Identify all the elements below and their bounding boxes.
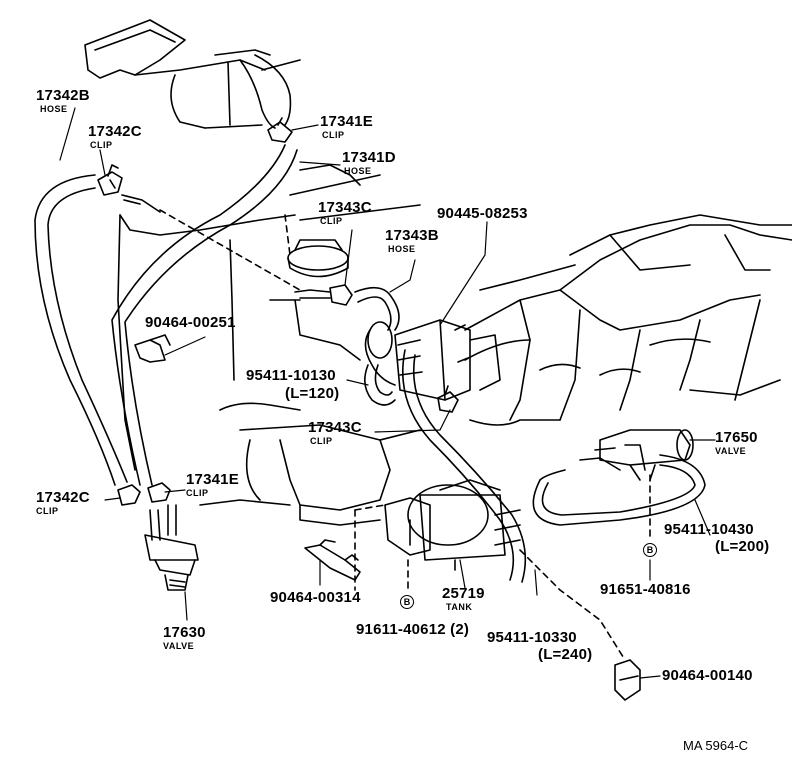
dashed-guides — [284, 214, 651, 661]
label-17342b-name: HOSE — [40, 104, 68, 114]
engine-block — [117, 164, 421, 526]
label-17650-name: VALVE — [715, 446, 747, 456]
label-17342c-top-name: CLIP — [90, 140, 113, 150]
clip-17343c-top — [294, 284, 353, 306]
tank-25719 — [384, 479, 521, 571]
bracket-90464-00314 — [304, 539, 361, 581]
label-95411-10330-num: 95411-10330 — [487, 629, 577, 646]
air-intake-duct — [84, 19, 301, 129]
label-90464-00251-num: 90464-00251 — [145, 314, 236, 331]
label-95411-10130-len: (L=120) — [285, 385, 340, 402]
label-95411-10430-len: (L=200) — [715, 538, 770, 555]
label-25719-num: 25719 — [442, 585, 485, 602]
label-95411-10130-num: 95411-10130 — [246, 367, 336, 384]
clip-17342c-bot — [117, 484, 141, 506]
label-90464-00140-num: 90464-00140 — [662, 667, 753, 684]
label-17341e-top-num: 17341E — [320, 113, 373, 130]
dashed-guide-top — [159, 209, 301, 291]
label-17343c-top-name: CLIP — [320, 216, 343, 226]
label-95411-10330-len: (L=240) — [538, 646, 593, 663]
label-17342b-num: 17342B — [36, 87, 90, 104]
label-17343c-mid-num: 17343C — [308, 419, 362, 436]
label-17343c-mid-name: CLIP — [310, 436, 333, 446]
hose-95411-10130 — [364, 364, 396, 406]
marker-b-icon-right: B — [643, 543, 657, 557]
label-25719-name: TANK — [446, 602, 473, 612]
label-17650-num: 17650 — [715, 429, 758, 446]
label-17341e-bot-name: CLIP — [186, 488, 209, 498]
figure-code: MA 5964-C — [683, 738, 749, 753]
label-17343c-top-num: 17343C — [318, 199, 372, 216]
label-17341d-num: 17341D — [342, 149, 396, 166]
leader-lines — [59, 107, 716, 679]
label-17342c-bot-name: CLIP — [36, 506, 59, 516]
hose-17343b — [354, 286, 400, 331]
label-17341d-name: HOSE — [344, 166, 372, 176]
hose-95411-10430 — [532, 454, 706, 526]
label-90445-num: 90445-08253 — [437, 205, 528, 222]
marker-b-icon-left: B — [400, 595, 414, 609]
label-17341e-bot-num: 17341E — [186, 471, 239, 488]
label-17341e-top-name: CLIP — [322, 130, 345, 140]
label-90464-00314-num: 90464-00314 — [270, 589, 361, 606]
intake-manifold — [464, 214, 792, 426]
label-91651-num: 91651-40816 — [600, 581, 691, 598]
label-17342c-bot-num: 17342C — [36, 489, 90, 506]
label-91611-num: 91611-40612 (2) — [356, 621, 470, 638]
hose-95411-10330 — [402, 349, 527, 583]
bracket-90464-00251 — [134, 334, 171, 363]
label-95411-10430-num: 95411-10430 — [664, 521, 754, 538]
hose-17341d — [111, 144, 298, 486]
label-17630-num: 17630 — [163, 624, 206, 641]
valve-17630 — [144, 504, 199, 591]
label-17342c-top-num: 17342C — [88, 123, 142, 140]
clip-17342c-top — [97, 164, 123, 196]
clip-17341e-top — [267, 117, 293, 143]
clip-17343c-mid — [437, 385, 459, 413]
filler-cap — [287, 239, 349, 278]
hose-17342b — [34, 174, 128, 486]
valve-17650 — [579, 429, 694, 481]
label-17343b-num: 17343B — [385, 227, 439, 244]
clamp-90464-00140 — [614, 659, 641, 701]
connector-top — [121, 194, 161, 213]
label-17630-name: VALVE — [163, 641, 195, 651]
vsv-assembly — [364, 319, 501, 401]
clip-17341e-bot — [147, 482, 171, 503]
label-17343b-name: HOSE — [388, 244, 416, 254]
